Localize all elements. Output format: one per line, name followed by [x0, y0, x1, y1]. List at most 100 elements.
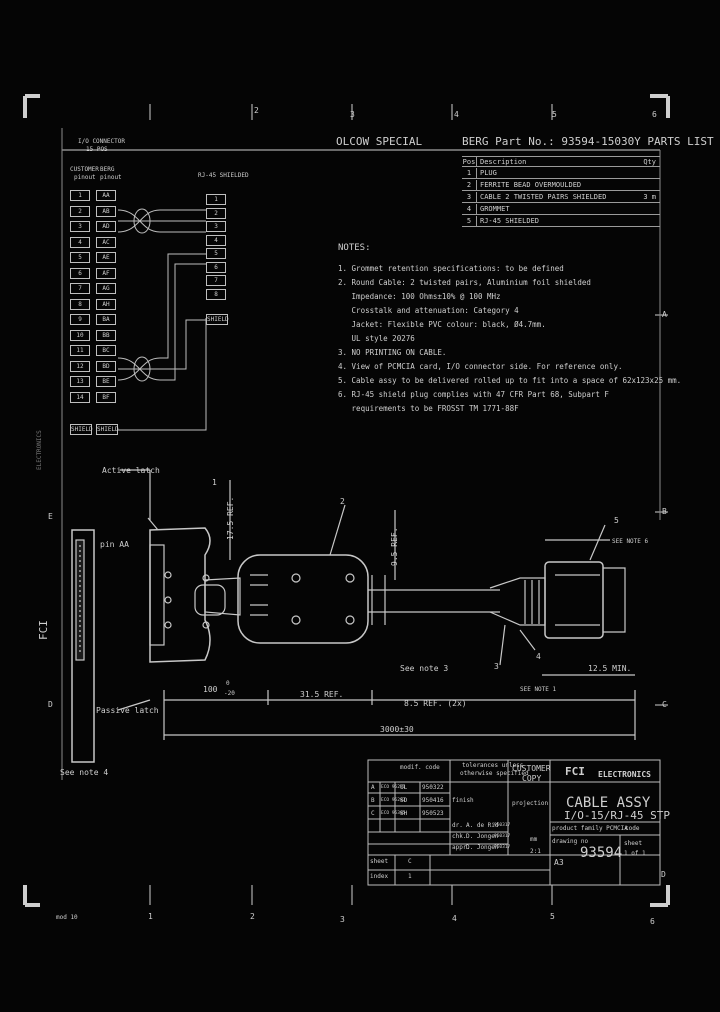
berg-pin: AF: [96, 267, 116, 279]
tolerances-label-2: otherwise specified: [460, 770, 529, 777]
sheet-value: 1 of 1: [624, 850, 646, 857]
revision-date: 950523: [422, 810, 444, 817]
col-number: 5: [552, 110, 557, 119]
customer-pin: 12: [70, 360, 90, 372]
rj45-pin: 4: [206, 234, 226, 246]
note-line: UL style 20276: [338, 334, 415, 343]
callout-5: 5: [614, 516, 619, 525]
footer-col-number: 4: [452, 914, 457, 923]
passive-latch-label: Passive latch: [96, 706, 159, 715]
note-line: 4. View of PCMCIA card, I/O connector si…: [338, 362, 623, 371]
sheet-label: sheet: [624, 840, 643, 847]
note-line: 2. Round Cable: 2 twisted pairs, Alumini…: [338, 278, 591, 287]
customer-pin: 4: [70, 236, 90, 248]
footer-col-number: 6: [650, 917, 655, 926]
berg-pin: BA: [96, 314, 116, 325]
projection-label: projection: [512, 800, 549, 807]
berg-pin: BE: [96, 376, 116, 387]
col-number: 3: [350, 110, 355, 119]
col-number: 6: [652, 110, 657, 119]
index-label: index: [370, 873, 389, 880]
drawing-title: CABLE ASSY: [566, 795, 651, 811]
customer-pin: 14: [70, 391, 90, 403]
customer-pin: 2: [70, 205, 90, 217]
callout-2: 2: [340, 497, 345, 506]
header-title-left: OLCOW SPECIAL: [336, 135, 423, 148]
side-letter-left: E: [48, 512, 53, 521]
customer-pin: 9: [70, 314, 90, 325]
revision-date: 950416: [422, 797, 444, 804]
sheet-index-value: C: [408, 858, 412, 865]
signature-role: chk.: [452, 833, 467, 840]
customer-pin: 10: [70, 329, 90, 341]
revision-mark: mod 10: [56, 914, 78, 921]
note-line: requirements to be FROSST TM 1771-88F: [338, 404, 519, 413]
company-name: ELECTRONICS: [598, 770, 651, 779]
revision-by: SD: [400, 797, 408, 804]
customer-pinout-label: CUSTOMER: [70, 166, 99, 173]
berg-pinout-label: BERG: [100, 166, 115, 173]
signature-role: dr.: [452, 822, 463, 829]
customer-pin: 1: [70, 190, 90, 201]
finish-label: finish: [452, 797, 474, 804]
rj45-label: RJ-45 SHIELDED: [198, 172, 249, 179]
callout-1: 1: [212, 478, 217, 487]
drawing-subtitle: I/O-15/RJ-45 STP: [564, 809, 670, 822]
customer-pin: 11: [70, 345, 90, 356]
parts-list-header: Pos Description Qty: [462, 156, 660, 167]
signature-name: D. Jongen: [466, 844, 499, 851]
note-line: 3. NO PRINTING ON CABLE.: [338, 348, 447, 357]
signature-date: 950317: [494, 834, 511, 839]
drawing-no-label: drawing no: [552, 838, 589, 845]
footer-col-number: 5: [550, 912, 555, 921]
see-note-4-label: See note 4: [60, 768, 109, 777]
customer-pin: 3: [70, 221, 90, 232]
note-line: Jacket: Flexible PVC colour: black, Ø4.7…: [338, 320, 546, 329]
note-line: 6. RJ-45 shield plug complies with 47 CF…: [338, 390, 609, 399]
revision-letter: B: [371, 797, 375, 804]
unit-label: mm: [530, 836, 538, 843]
revision-eco: ECO 95305: [381, 811, 406, 816]
connector-title: I/O CONNECTOR: [78, 138, 125, 145]
callout-4: 4: [536, 652, 541, 661]
signature-name: A. de Rid: [466, 822, 499, 829]
rj45-pin: 1: [206, 194, 226, 205]
signature-date: 950317: [494, 823, 511, 828]
berg-pin: BD: [96, 360, 116, 372]
side-letter: B: [662, 507, 667, 516]
drawing-number: 93594: [580, 845, 623, 861]
see-note-6-label: SEE NOTE 6: [612, 538, 649, 545]
berg-pin: BF: [96, 391, 116, 403]
rj45-pin: 7: [206, 275, 226, 286]
callout-3: 3: [494, 662, 499, 671]
customer-pin: 13: [70, 376, 90, 387]
note-line: Impedance: 100 Ohms±10% @ 100 MHz: [338, 292, 501, 301]
shield-berg: SHIELD: [96, 424, 119, 435]
customer-pin: 6: [70, 267, 90, 279]
berg-pin: AB: [96, 205, 116, 217]
rj45-pin: 6: [206, 261, 226, 273]
shield-customer: SHIELD: [70, 424, 93, 435]
dim-31-5: 31.5 REF.: [300, 690, 344, 699]
rj45-pin: 2: [206, 207, 226, 219]
berg-pin: AC: [96, 236, 116, 248]
berg-pin: BB: [96, 329, 116, 341]
revision-letter: C: [371, 810, 375, 817]
connector-title-2: 15 POS: [86, 146, 108, 153]
dim-8-5: 8.5 REF. (2x): [404, 699, 467, 708]
note-line: 1. Grommet retention specifications: to …: [338, 264, 564, 273]
notes-heading: NOTES:: [338, 243, 371, 253]
rj45-pin: 8: [206, 288, 226, 300]
revision-letter: A: [371, 784, 375, 791]
side-letter-left: D: [48, 700, 53, 709]
customer-copy-label: CUSTOMER: [512, 764, 551, 773]
side-letter: C: [662, 700, 667, 709]
product-family-label: product family PCMCIA: [552, 825, 628, 832]
